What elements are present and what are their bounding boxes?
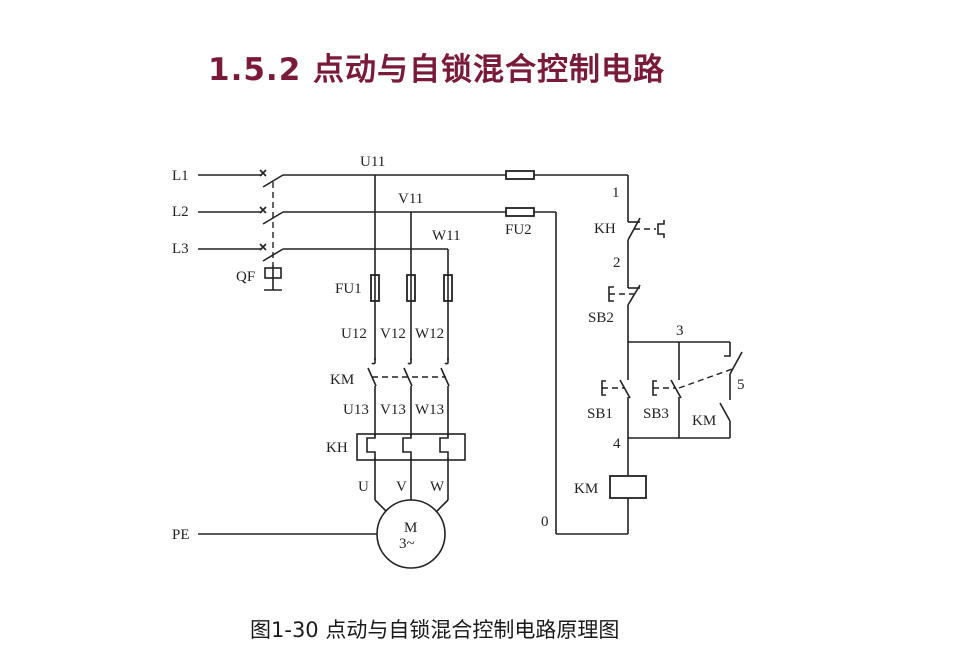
label-v12: V12 bbox=[380, 326, 406, 342]
label-v13: V13 bbox=[380, 402, 406, 418]
label-node-3: 3 bbox=[676, 323, 684, 339]
breaker-blade-1 bbox=[262, 174, 284, 188]
figure-caption: 图1-30 点动与自锁混合控制电路原理图 bbox=[250, 618, 620, 642]
label-node-5: 5 bbox=[737, 377, 745, 393]
sb2-stop-button bbox=[608, 284, 641, 306]
label-sb2: SB2 bbox=[588, 310, 614, 326]
kh-nc-contact bbox=[627, 217, 665, 241]
power-inputs: L1 L2 L3 bbox=[172, 168, 262, 257]
sb1-jog-button bbox=[601, 379, 631, 399]
km-aux-contact bbox=[719, 402, 731, 422]
breaker-x-marks bbox=[259, 169, 267, 251]
label-v11: V11 bbox=[398, 191, 423, 207]
label-km-main: KM bbox=[330, 372, 354, 388]
label-km-aux: KM bbox=[692, 413, 716, 429]
motor-label: M bbox=[404, 520, 417, 536]
label-u11: U11 bbox=[360, 154, 385, 170]
label-u13: U13 bbox=[343, 402, 369, 418]
km-coil bbox=[609, 475, 647, 499]
label-node-1: 1 bbox=[612, 185, 620, 201]
label-km-coil: KM bbox=[574, 481, 598, 497]
label-w11: W11 bbox=[432, 228, 461, 244]
label-node-2: 2 bbox=[613, 255, 621, 271]
label-w: W bbox=[430, 479, 445, 495]
label-sb3: SB3 bbox=[643, 406, 669, 422]
label-sb1: SB1 bbox=[587, 406, 613, 422]
label-l3: L3 bbox=[172, 241, 189, 257]
label-qf: QF bbox=[236, 269, 255, 285]
motor: M 3~ bbox=[370, 499, 454, 569]
wire-sb3-nc-top bbox=[724, 342, 731, 357]
fuse-fu2 bbox=[505, 170, 535, 217]
breaker-actuator-icon bbox=[264, 265, 282, 291]
page-title: 1.5.2 点动与自锁混合控制电路 bbox=[208, 52, 666, 88]
label-kh-main: KH bbox=[326, 440, 348, 456]
label-kh-ctrl: KH bbox=[594, 221, 616, 237]
label-pe: PE bbox=[172, 527, 190, 543]
label-fu2: FU2 bbox=[505, 222, 532, 238]
sb3-nc-contact bbox=[729, 351, 743, 375]
breaker-qf: QF bbox=[236, 169, 284, 291]
label-l2: L2 bbox=[172, 204, 189, 220]
label-node-4: 4 bbox=[613, 436, 621, 452]
label-l1: L1 bbox=[172, 168, 189, 184]
label-fu1: FU1 bbox=[335, 281, 362, 297]
label-w13: W13 bbox=[415, 402, 444, 418]
label-u: U bbox=[358, 479, 369, 495]
label-node-0: 0 bbox=[541, 514, 549, 530]
thermal-relay-kh bbox=[356, 433, 466, 461]
label-v: V bbox=[396, 479, 407, 495]
km-main-contacts bbox=[367, 358, 455, 387]
fuse-fu1 bbox=[370, 274, 453, 302]
label-u12: U12 bbox=[341, 326, 367, 342]
motor-phase-label: 3~ bbox=[399, 536, 415, 552]
sb3-compound-button bbox=[652, 367, 736, 399]
label-w12: W12 bbox=[415, 326, 444, 342]
